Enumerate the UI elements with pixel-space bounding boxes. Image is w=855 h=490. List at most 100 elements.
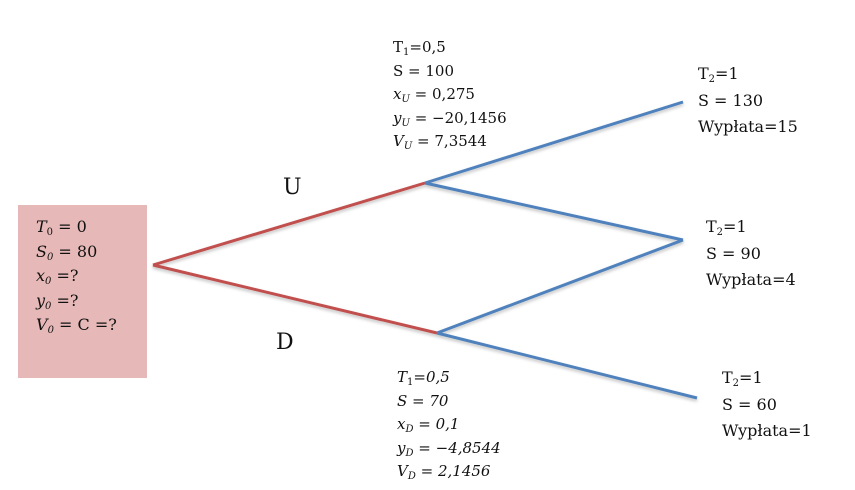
formula-symbol: V <box>397 462 408 480</box>
formula-line: Wypłata=15 <box>698 114 798 141</box>
formula-line: xD = 0,1 <box>397 413 501 437</box>
formula-subscript: 2 <box>708 74 716 85</box>
formula-subscript: U <box>403 141 413 152</box>
formula-line: T2=1 <box>722 365 812 392</box>
formula-line: T0 = 0 <box>36 215 117 240</box>
formula-symbol: T <box>397 368 408 386</box>
formula-value: = 0,1 <box>413 415 460 433</box>
formula-symbol: y <box>393 108 402 127</box>
formula-line: S = 100 <box>393 60 507 84</box>
formula-subscript: D <box>405 447 414 459</box>
formula-line: VD = 2,1456 <box>397 460 501 484</box>
formula-line: x0 =? <box>36 264 117 289</box>
formula-symbol: y <box>397 438 406 457</box>
formula-subscript: D <box>405 424 414 435</box>
formula-line: S = 130 <box>698 88 798 115</box>
formula-symbol: V <box>36 315 48 334</box>
formula-line: T2=1 <box>698 61 798 88</box>
formula-line: xU = 0,275 <box>393 83 507 107</box>
formula-line: T2=1 <box>706 214 796 241</box>
formula-symbol: Wypłata=15 <box>698 117 798 136</box>
formula-symbol: T <box>706 217 717 236</box>
formula-subscript: 2 <box>716 227 724 238</box>
formula-value: =1 <box>739 368 763 387</box>
formula-value: = 70 <box>407 391 449 410</box>
branch-down-1 <box>152 263 438 335</box>
formula-symbol: S <box>698 90 709 110</box>
formula-subscript: U <box>401 117 410 129</box>
formula-subscript: 1 <box>403 47 410 58</box>
formula-value: =0,5 <box>413 368 450 386</box>
formula-symbol: x <box>36 266 46 285</box>
formula-line: S0 = 80 <box>36 240 117 265</box>
formula-value: = 7,3544 <box>412 132 487 150</box>
formula-symbol: T <box>393 38 404 56</box>
formula-line: VU = 7,3544 <box>393 130 507 154</box>
formula-subscript: 0 <box>45 300 52 312</box>
root-node-box <box>18 205 147 378</box>
formula-value: =? <box>51 290 79 310</box>
formula-value: =1 <box>723 217 747 236</box>
label-up: U <box>283 175 302 200</box>
formula-subscript: 2 <box>732 378 740 389</box>
formula-line: yU = −20,1456 <box>393 107 507 131</box>
branch-dd <box>436 331 698 400</box>
formula-symbol: Wypłata=4 <box>706 270 796 289</box>
formula-subscript: 0 <box>45 276 52 287</box>
formula-symbol: y <box>36 290 46 310</box>
formula-line: S = 70 <box>397 390 501 414</box>
formula-line: Wypłata=1 <box>722 418 812 445</box>
formula-symbol: S <box>706 243 717 263</box>
formula-line: yD = −4,8544 <box>397 437 501 461</box>
formula-symbol: S <box>393 61 404 80</box>
formula-value: = C =? <box>53 315 117 334</box>
formula-value: =? <box>51 266 79 285</box>
formula-subscript: D <box>407 471 416 482</box>
formula-subscript: 1 <box>407 377 414 388</box>
formula-subscript: 0 <box>46 227 54 238</box>
formula-symbol: T <box>698 64 709 83</box>
formula-symbol: S <box>397 391 408 410</box>
formula-subscript: 0 <box>46 251 54 263</box>
branch-du <box>436 238 684 335</box>
formula-symbol: S <box>722 394 733 414</box>
formula-line: T1=0,5 <box>397 366 501 390</box>
branch-uu <box>424 100 684 185</box>
formula-value: = 130 <box>708 90 764 110</box>
formula-value: = −20,1456 <box>409 108 507 127</box>
formula-value: = −4,8544 <box>413 438 501 457</box>
formula-symbol: T <box>36 217 47 236</box>
formula-line: V0 = C =? <box>36 313 117 338</box>
formula-symbol: S <box>36 241 47 261</box>
formula-value: = 100 <box>403 61 455 80</box>
formula-symbol: x <box>397 415 406 433</box>
formula-value: = 2,1456 <box>415 462 491 480</box>
formula-symbol: V <box>393 132 404 150</box>
branch-ud <box>424 181 684 242</box>
formula-line: S = 60 <box>722 392 812 419</box>
branch-up-1 <box>152 181 426 267</box>
formula-line: T1=0,5 <box>393 36 507 60</box>
formula-value: = 80 <box>53 241 98 261</box>
formula-symbol: Wypłata=1 <box>722 421 812 440</box>
formula-value: = 0,275 <box>409 85 475 103</box>
formula-value: = 0 <box>53 217 87 236</box>
formula-subscript: 0 <box>47 325 54 336</box>
formula-subscript: U <box>401 94 410 105</box>
formula-line: S = 90 <box>706 241 796 268</box>
formula-value: = 90 <box>716 243 761 263</box>
formula-value: =0,5 <box>409 38 446 56</box>
label-down: D <box>276 330 294 355</box>
formula-symbol: x <box>393 85 402 103</box>
formula-line: y0 =? <box>36 289 117 314</box>
formula-line: Wypłata=4 <box>706 267 796 294</box>
formula-symbol: T <box>722 368 733 387</box>
formula-value: =1 <box>715 64 739 83</box>
